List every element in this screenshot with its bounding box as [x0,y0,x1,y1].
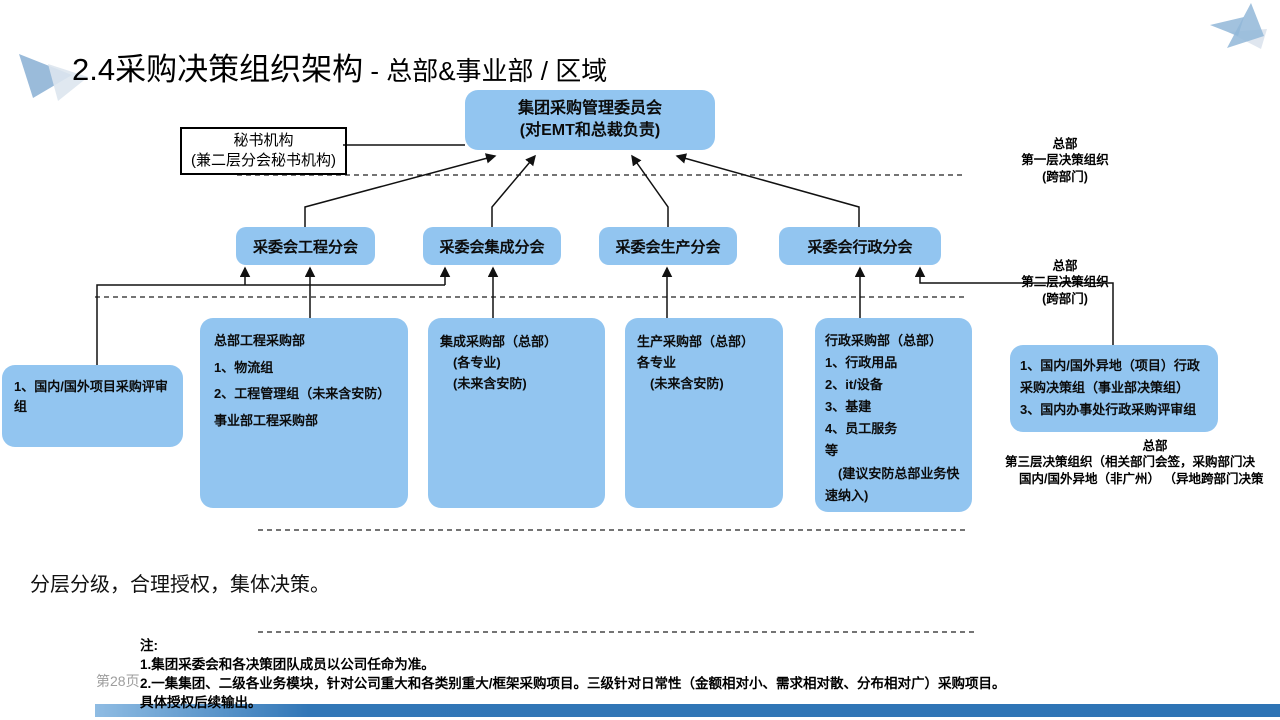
footer-accent-bar [95,704,1280,717]
notes-block: 注: 1.集团采委会和各决策团队成员以公司任命为准。 2.一集集团、二级各业务模… [140,636,1270,713]
committee-label: 采委会生产分会 [615,238,721,256]
org-box-committee-production: 采委会生产分会 [599,227,737,265]
dept-line: (未来含安防) [637,375,724,391]
org-box-project-review-group: 1、国内/国外项目采购评审组 [2,365,183,447]
level-label-2: 总部 第二层决策组织 (跨部门) [985,258,1145,307]
org-box-committee-engineering: 采委会工程分会 [236,227,375,265]
title-suffix: - 总部&事业部 / 区域 [363,56,608,86]
level3-line1: 总部 [1142,439,1168,453]
committee-label: 采委会集成分会 [439,238,545,256]
committee-label: 采委会工程分会 [252,238,358,256]
dept-line: (各专业) [440,354,501,370]
dept-line: 4、员工服务 [825,421,898,437]
org-box-production-procurement: 生产采购部（总部） 各专业 (未来含安防) [625,318,783,508]
dept-line: 3、基建 [825,399,872,415]
org-box-line: (对EMT和总裁负责) [519,122,661,139]
secretary-line1: 秘书机构 [233,131,294,149]
org-box-secretary: 秘书机构 (兼二层分会秘书机构) [180,127,347,175]
dept-line: 各专业 [637,354,677,370]
notes-line1: 1.集团采委会和各决策团队成员以公司任命为准。 [140,657,435,673]
dept-line: 1、国内/国外项目采购评审组 [14,379,168,415]
notes-heading: 注: [140,638,158,653]
org-box-group-procurement-committee: 集团采购管理委员会 (对EMT和总裁负责) [465,90,715,150]
dept-line: 集成采购部（总部） [440,334,558,349]
dept-line: 3、国内办事处行政采购评审组 [1020,401,1197,417]
org-box-admin-procurement: 行政采购部（总部） 1、行政用品 2、it/设备 3、基建 4、员工服务 等 (… [815,318,972,512]
level2-line2: 第二层决策组织 [1021,275,1109,290]
secretary-line2: (兼二层分会秘书机构) [191,152,336,169]
org-box-hq-engineering-procurement: 总部工程采购部 1、物流组 2、工程管理组（未来含安防） 事业部工程采购部 [200,318,408,508]
committee-label: 采委会行政分会 [807,238,913,256]
dept-line: 2、工程管理组（未来含安防） [214,386,391,402]
dept-line: (建议安防总部业务快速纳入) [825,465,960,503]
notes-line3: 具体授权后续输出。 [140,695,262,711]
org-box-integration-procurement: 集成采购部（总部） (各专业) (未来含安防) [428,318,605,508]
level1-line1: 总部 [1052,137,1078,151]
org-box-line: 集团采购管理委员会 [517,100,662,118]
paper-plane-icon-right [1210,3,1267,49]
level2-line3: (跨部门) [1042,291,1088,306]
dept-line: 行政采购部（总部） [825,333,943,348]
summary-statement: 分层分级，合理授权，集体决策。 [30,574,330,596]
notes-line2: 2.一集集团、二级各业务模块，针对公司重大和各类别重大/框架采购项目。三级针对日… [140,676,1006,692]
dept-line: 生产采购部（总部） [637,334,755,349]
dept-line: 事业部工程采购部 [214,412,319,428]
dept-line: 等 [825,443,839,459]
page-number: 第28页 [96,673,140,689]
level1-line2: 第一层决策组织 [1021,153,1109,168]
page-title: 2.4采购决策组织架构 - 总部&事业部 / 区域 [72,44,607,89]
dept-line: 1、行政用品 [825,355,898,371]
org-box-committee-integration: 采委会集成分会 [423,227,561,265]
dept-line: 1、物流组 [214,359,274,375]
dept-line: (未来含安防) [440,375,527,391]
level-label-1: 总部 第一层决策组织 (跨部门) [985,136,1145,185]
level1-line3: (跨部门) [1042,169,1088,184]
level2-line1: 总部 [1052,259,1078,273]
level-label-3: 总部 第三层决策组织（相关部门会签，采购部门决 国内/国外异地（非广州） （异地… [1005,438,1280,487]
dept-line: 2、it/设备 [825,377,883,393]
dept-line: 总部工程采购部 [214,333,306,348]
org-box-committee-administration: 采委会行政分会 [779,227,941,265]
paper-plane-icon-left [19,54,88,101]
level3-line3: 国内/国外异地（非广州） （异地跨部门决策 [1019,471,1264,486]
title-main: 2.4采购决策组织架构 [72,52,364,87]
org-box-offsite-admin-decision-group: 1、国内/国外异地（项目）行政采购决策组（事业部决策组） 3、国内办事处行政采购… [1010,345,1218,432]
dept-line: 1、国内/国外异地（项目）行政采购决策组（事业部决策组） [1020,358,1200,395]
level3-line2: 第三层决策组织（相关部门会签，采购部门决 [1005,455,1256,470]
